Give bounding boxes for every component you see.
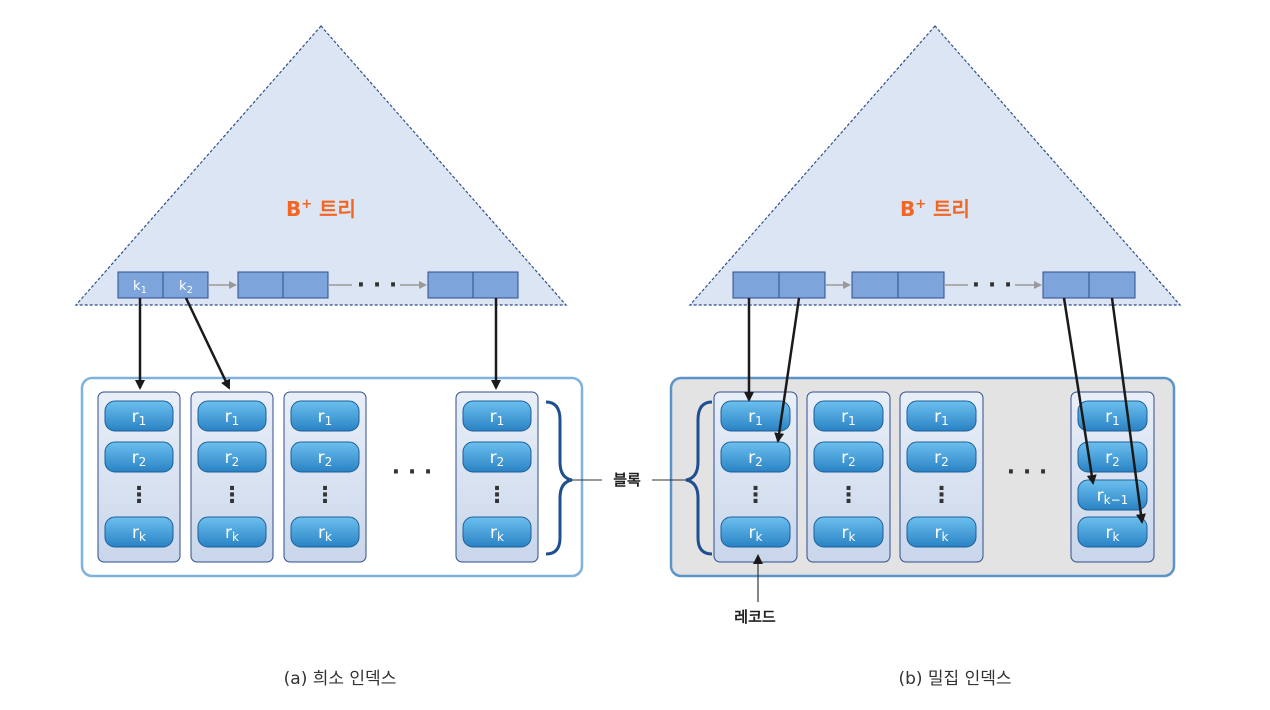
record-label: rk xyxy=(490,523,504,544)
record-r2: r2 xyxy=(462,441,532,473)
tree-label: B+ 트리 xyxy=(286,197,356,221)
leaf-node-last xyxy=(1042,271,1136,299)
key-k1: k1 xyxy=(133,279,147,296)
record-label: r1 xyxy=(318,407,333,428)
record-label: r1 xyxy=(748,407,763,428)
records-layer: r1 r2 ⋮ rk r1 r2 ⋮ rk r1 r2 ⋮ rk r1 r2 ⋮ rk r1 r2 ⋮ rk r1 r2 ⋮… xyxy=(104,400,1148,548)
record-r1: r1 xyxy=(104,400,174,432)
caption-sparse: (a) 희소 인덱스 xyxy=(284,669,397,689)
record-label: rk xyxy=(935,523,949,544)
record-rk: rk xyxy=(290,516,360,548)
record-r1: r1 xyxy=(720,400,791,432)
record-label: r2 xyxy=(318,448,333,469)
record-vertical-ellipsis: ⋮ xyxy=(931,483,953,508)
record-vertical-ellipsis: ⋮ xyxy=(486,483,508,508)
record-label: r2 xyxy=(934,448,949,469)
record-rk: rk xyxy=(1077,516,1148,548)
record-rk: rk xyxy=(906,516,977,548)
record-r1: r1 xyxy=(462,400,532,432)
record-r1: r1 xyxy=(290,400,360,432)
leaf-node-1 xyxy=(732,271,826,299)
record-rk: rk xyxy=(197,516,267,548)
record-r1: r1 xyxy=(1077,400,1148,432)
record-label: r2 xyxy=(1105,448,1120,469)
pointer-arrow xyxy=(184,297,231,390)
record-r1: r1 xyxy=(813,400,884,432)
leaf-node-1: k1 k2 xyxy=(117,271,209,299)
record-label: r1 xyxy=(225,407,240,428)
sparse-index: B+ 트리 k1 k2 · · · · xyxy=(74,25,602,689)
record-r1: r1 xyxy=(906,400,977,432)
record-vertical-ellipsis: ⋮ xyxy=(314,483,336,508)
record-r2: r2 xyxy=(813,441,884,473)
record-r2: r2 xyxy=(720,441,791,473)
record-label: rk xyxy=(749,523,763,544)
record-label: r1 xyxy=(841,407,856,428)
pointer-arrow xyxy=(774,297,801,443)
record-r2: r2 xyxy=(1077,441,1148,473)
record-rk: rk xyxy=(813,516,884,548)
record-label: r2 xyxy=(748,448,763,469)
record-r2: r2 xyxy=(906,441,977,473)
record-vertical-ellipsis: ⋮ xyxy=(838,483,860,508)
block-ellipsis: · · · xyxy=(1007,460,1047,485)
record-rk1: rk−1 xyxy=(1077,479,1148,511)
record-rk: rk xyxy=(720,516,791,548)
tree-label: B+ 트리 xyxy=(900,197,970,221)
record-r2: r2 xyxy=(104,441,174,473)
dense-pointers xyxy=(744,297,1146,524)
record-label: rk xyxy=(842,523,856,544)
leaf-node-2 xyxy=(237,271,329,299)
record-r2: r2 xyxy=(197,441,267,473)
record-vertical-ellipsis: ⋮ xyxy=(128,483,150,508)
bplus-tree-triangle xyxy=(688,25,1182,306)
block-ellipsis: · · · xyxy=(392,460,432,485)
record-label: rk xyxy=(132,523,146,544)
record-label: r2 xyxy=(132,448,147,469)
record-label: rk xyxy=(318,523,332,544)
record-label: r2 xyxy=(490,448,505,469)
leaf-ellipsis: · · · xyxy=(357,273,397,298)
record-label: r2 xyxy=(225,448,240,469)
block-label: 블록 xyxy=(613,471,641,489)
dense-index: B+ 트리 · · · · · · xyxy=(652,25,1182,689)
leaf-node-last xyxy=(427,271,519,299)
bplus-tree-triangle xyxy=(74,25,568,306)
record-r2: r2 xyxy=(290,441,360,473)
record-rk: rk xyxy=(104,516,174,548)
record-vertical-ellipsis: ⋮ xyxy=(745,483,767,508)
record-label: rk xyxy=(225,523,239,544)
pointer-arrow xyxy=(1110,297,1146,524)
record-label: r1 xyxy=(132,407,147,428)
record-label: rk xyxy=(1106,523,1120,544)
record-vertical-ellipsis: ⋮ xyxy=(221,483,243,508)
record-label: r1 xyxy=(934,407,949,428)
leaf-ellipsis: · · · xyxy=(972,273,1012,298)
record-label: r1 xyxy=(1105,407,1120,428)
record-r1: r1 xyxy=(197,400,267,432)
record-label: r1 xyxy=(490,407,505,428)
pointer-arrow xyxy=(1062,297,1097,485)
record-label: r2 xyxy=(841,448,856,469)
leaf-node-2 xyxy=(851,271,945,299)
record-rk: rk xyxy=(462,516,532,548)
record-label: 레코드 xyxy=(734,608,776,626)
key-k2: k2 xyxy=(179,279,193,296)
caption-dense: (b) 밀집 인덱스 xyxy=(898,669,1011,689)
record-label: rk−1 xyxy=(1097,486,1129,507)
